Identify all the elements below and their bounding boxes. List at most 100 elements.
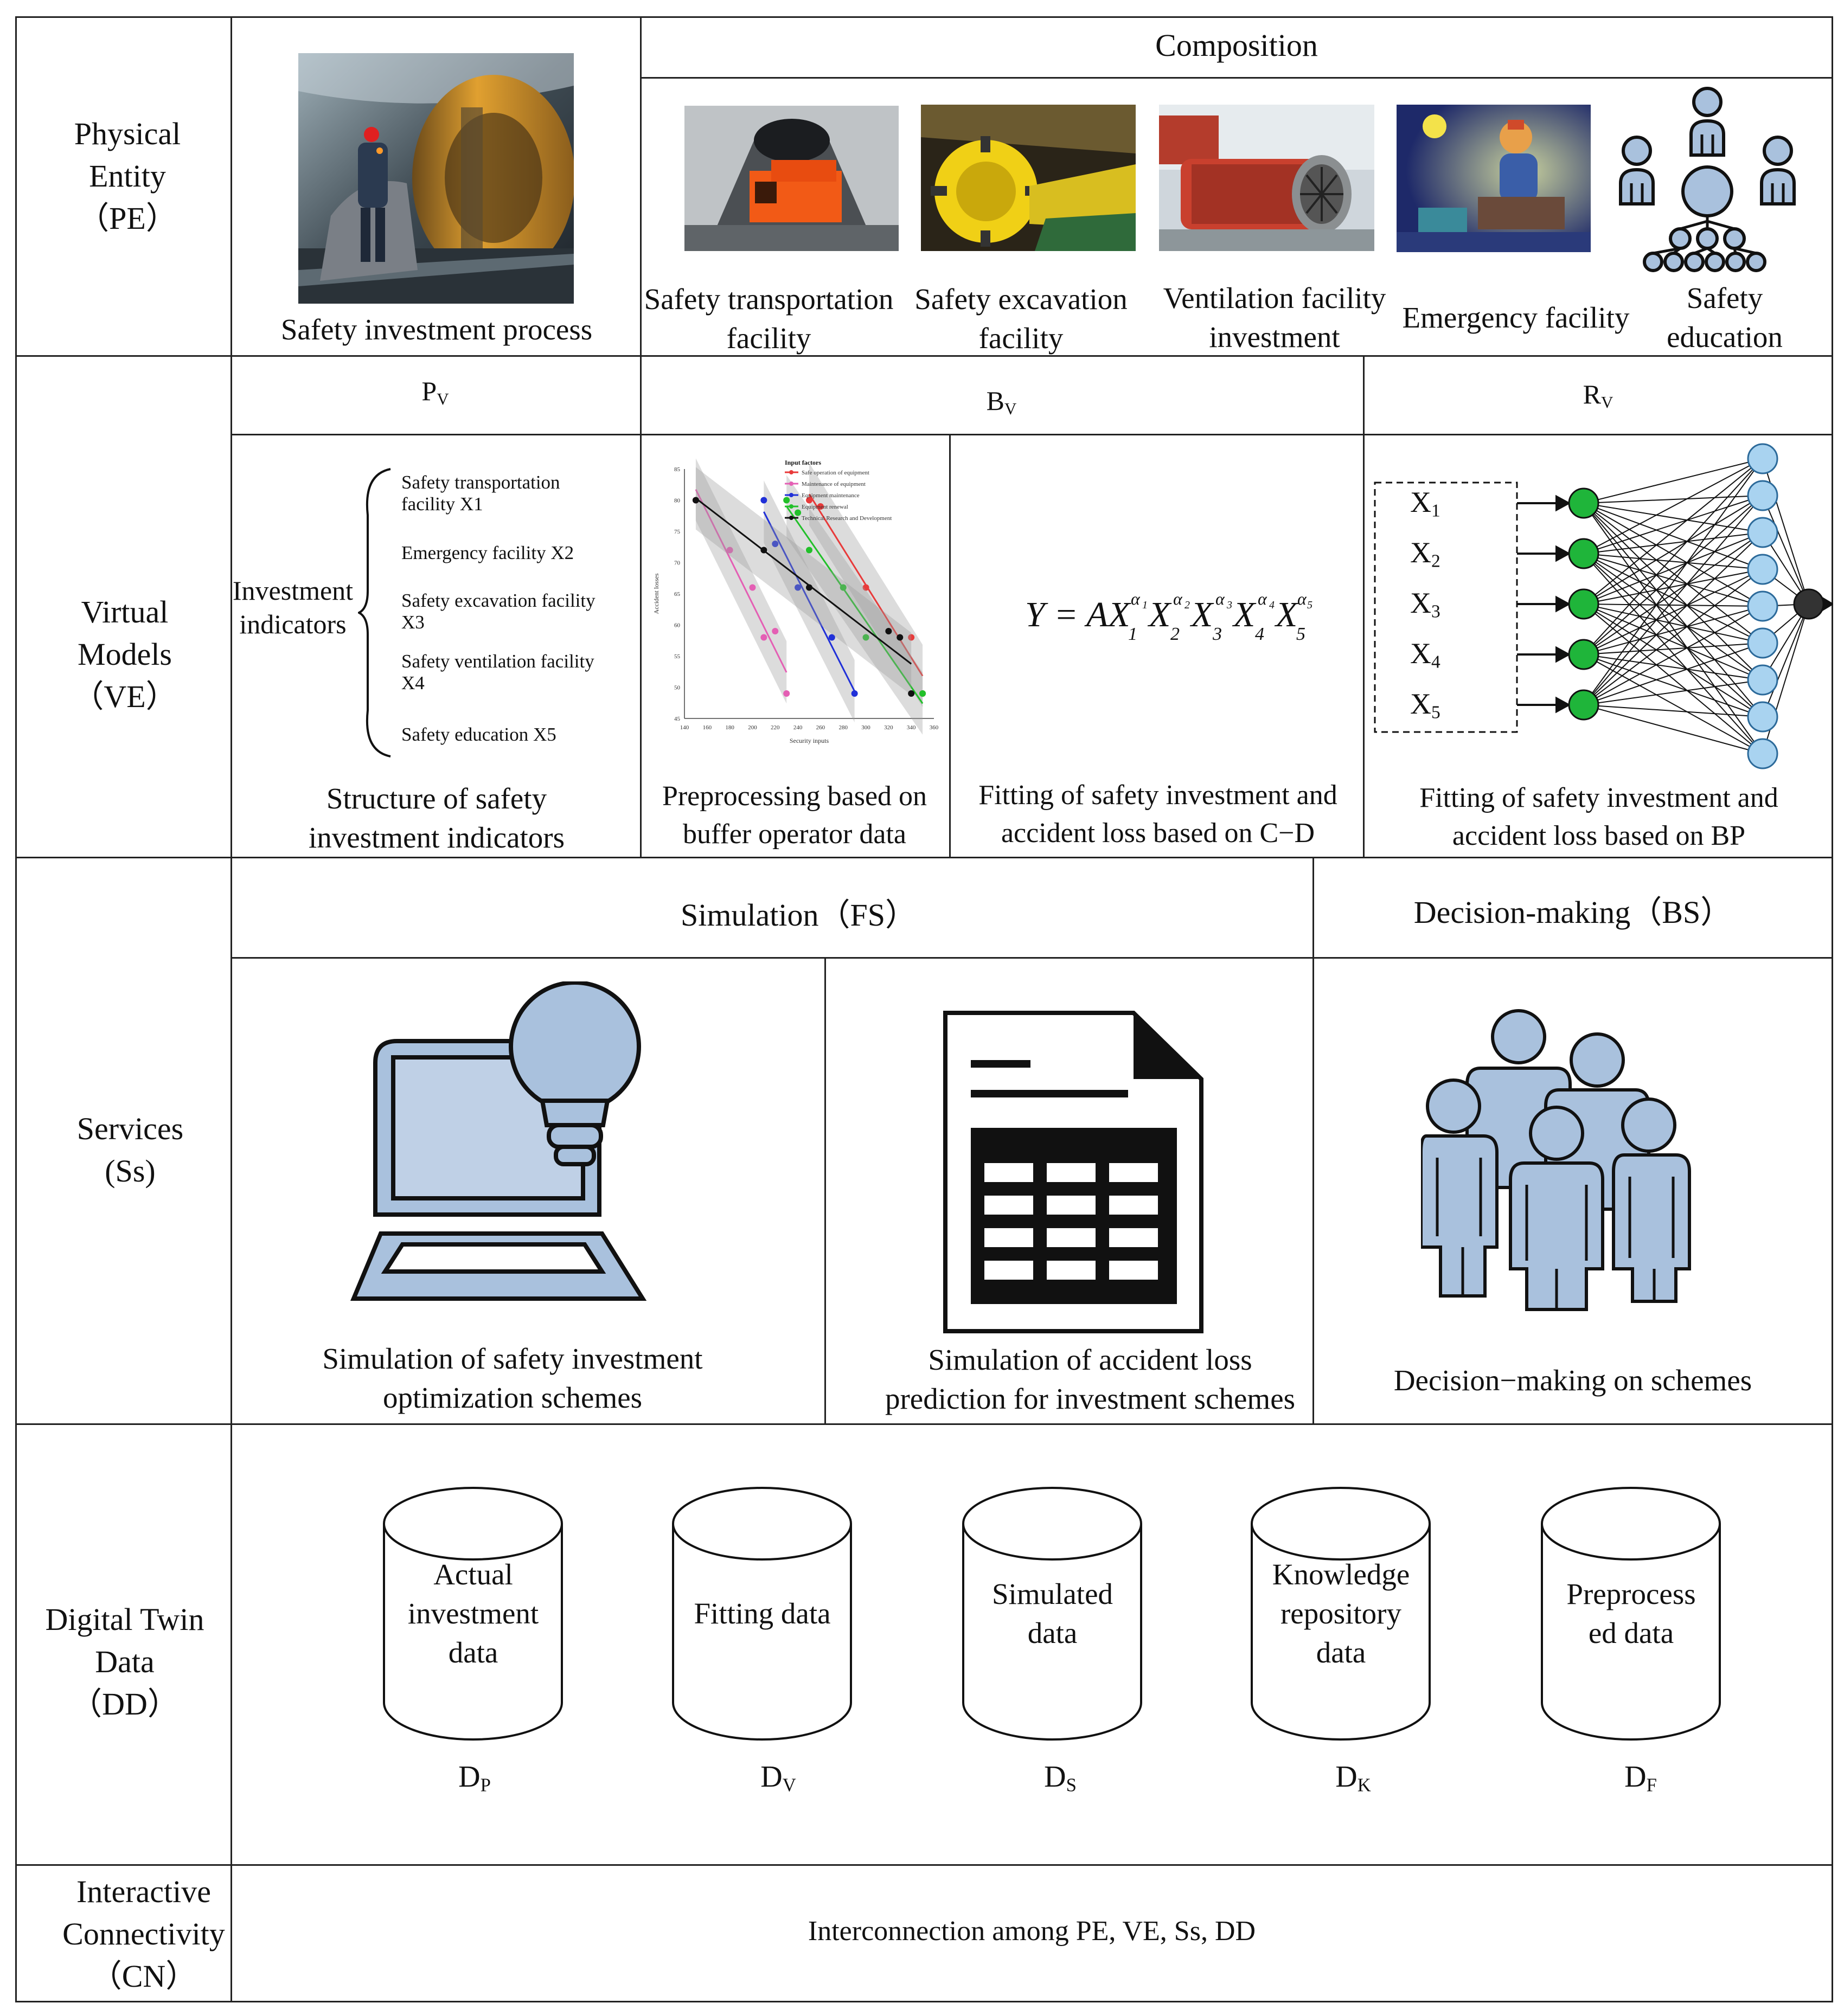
safety-investment-process-photo: [298, 53, 574, 304]
svg-text:4: 4: [1255, 624, 1264, 644]
legend-title: Input factors: [785, 459, 821, 466]
data-symbol-dp: DP: [458, 1760, 491, 1796]
legend-marker: [789, 504, 793, 509]
svg-text:4: 4: [1269, 599, 1275, 611]
emergency-facility-photo: [1397, 105, 1591, 252]
decision-group-icon: [1421, 1009, 1691, 1311]
nn-connection: [1583, 654, 1763, 680]
legend-label: Equipment renewal: [802, 504, 848, 510]
data-symbol-ds: DS: [1044, 1760, 1077, 1796]
nn-connection: [1583, 503, 1763, 533]
cylinder-simulated: [962, 1487, 1142, 1741]
hidden-node: [1747, 738, 1778, 769]
data-point: [749, 584, 756, 591]
data-point: [772, 541, 779, 547]
data-point: [795, 584, 802, 591]
interconnection-text: Interconnection among PE, VE, Ss, DD: [808, 1916, 1256, 1947]
nn-connection: [1583, 532, 1763, 554]
bv-header: BV: [986, 386, 1017, 418]
bp-input-x5: X5: [1410, 688, 1440, 723]
x-tick-label: 260: [816, 724, 825, 731]
svg-text:5: 5: [1296, 624, 1305, 644]
svg-text:2: 2: [1184, 599, 1190, 611]
nn-connection: [1583, 503, 1763, 607]
data-point: [806, 547, 812, 554]
hidden-node: [1747, 443, 1778, 474]
data-point: [692, 497, 699, 504]
nn-connection: [1583, 606, 1763, 705]
arrow-head: [1555, 696, 1571, 714]
svg-text:5: 5: [1307, 599, 1312, 611]
indicator-x2: Emergency facility X2: [401, 542, 574, 563]
x-tick-label: 140: [680, 724, 689, 731]
data-point: [840, 584, 847, 591]
laptop-lightbulb-icon: [350, 981, 647, 1301]
safety-education-icon: [1619, 87, 1796, 272]
nn-connection: [1583, 503, 1763, 644]
nn-connection: [1583, 458, 1763, 554]
bp-input-x2: X2: [1410, 536, 1440, 572]
output-node: [1793, 588, 1824, 620]
arrow-head: [1555, 495, 1571, 512]
trend-line: [785, 505, 924, 704]
data-point: [783, 690, 790, 697]
data-point: [760, 497, 767, 504]
bp-input-x4: X4: [1410, 637, 1440, 672]
legend-marker: [789, 493, 793, 497]
emergency-facility-caption: Emergency facility: [1402, 301, 1630, 334]
nn-connection: [1583, 704, 1763, 754]
arrow-head: [1555, 545, 1571, 562]
nn-connection: [1583, 603, 1763, 644]
hidden-node: [1747, 590, 1778, 622]
data-point: [760, 547, 767, 554]
legend-marker: [789, 470, 793, 474]
hidden-node: [1747, 554, 1778, 585]
cylinder-preprocessed: [1541, 1487, 1721, 1741]
y-tick-label: 55: [674, 653, 681, 660]
data-point: [772, 628, 779, 634]
indicator-brace: [358, 468, 391, 757]
x-tick-label: 340: [907, 724, 916, 731]
data-point: [908, 634, 915, 641]
nn-connection: [1583, 532, 1763, 605]
svg-text:α: α: [1173, 589, 1183, 608]
x-tick-label: 240: [793, 724, 803, 731]
data-point: [862, 634, 869, 641]
data-point: [760, 634, 767, 641]
nn-connection: [1583, 532, 1763, 705]
nn-connection: [1583, 532, 1763, 655]
safety-transportation-photo: [684, 106, 899, 251]
data-point: [783, 497, 790, 504]
y-tick-label: 80: [674, 498, 681, 504]
data-point: [795, 509, 802, 516]
data-point: [885, 628, 892, 634]
nn-connection: [1583, 569, 1763, 705]
nn-connection: [1583, 603, 1763, 680]
y-tick-label: 85: [674, 466, 681, 473]
legend-label: Safe operation of equipment: [802, 470, 869, 476]
nn-connection: [1583, 458, 1763, 504]
data-point: [851, 690, 858, 697]
safety-excavation-photo: [921, 105, 1136, 251]
legend-label: Equipment maintenance: [802, 492, 860, 499]
nn-connection: [1583, 606, 1763, 655]
nn-connection: [1583, 553, 1763, 717]
y-tick-label: 70: [674, 560, 681, 567]
svg-text:α: α: [1258, 589, 1267, 608]
x-tick-label: 160: [703, 724, 712, 731]
decision-making-caption: Decision−making on schemes: [1393, 1364, 1752, 1397]
svg-text:3: 3: [1226, 599, 1232, 611]
svg-text:X: X: [1189, 595, 1214, 634]
svg-text:1: 1: [1142, 599, 1148, 611]
y-axis-label: Accident losses: [652, 573, 660, 614]
x-tick-label: 280: [838, 724, 848, 731]
data-point: [908, 690, 915, 697]
